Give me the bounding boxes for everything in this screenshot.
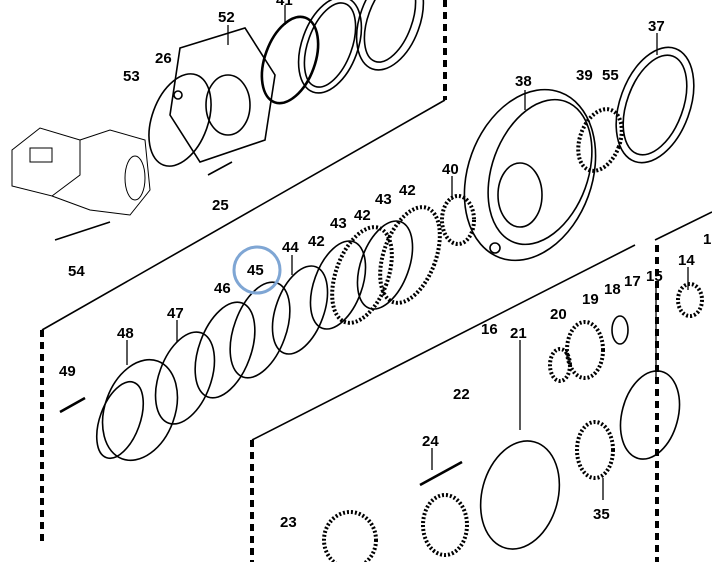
highlight-circle bbox=[232, 245, 282, 295]
part-label[interactable]: 48 bbox=[117, 325, 134, 342]
part-labels: 52 41 37 26 53 38 39 55 40 43 42 43 42 4… bbox=[59, 0, 711, 531]
part-label[interactable]: 37 bbox=[648, 18, 665, 35]
part-label[interactable]: 26 bbox=[155, 50, 172, 67]
part-label[interactable]: 15 bbox=[646, 268, 663, 285]
part-label[interactable]: 43 bbox=[330, 215, 347, 232]
part-label[interactable]: 22 bbox=[453, 386, 470, 403]
part-label[interactable]: 47 bbox=[167, 305, 184, 322]
part-label[interactable]: 53 bbox=[123, 68, 140, 85]
part-label[interactable]: 24 bbox=[422, 433, 439, 450]
part-label[interactable]: 18 bbox=[604, 281, 621, 298]
part-label[interactable]: 41 bbox=[276, 0, 293, 9]
part-label[interactable]: 20 bbox=[550, 306, 567, 323]
group-frames bbox=[40, 0, 712, 562]
part-label[interactable]: 52 bbox=[218, 9, 235, 26]
part-label[interactable]: 55 bbox=[602, 67, 619, 84]
lower-gear-assembly bbox=[322, 282, 704, 562]
part-label[interactable]: 42 bbox=[354, 207, 371, 224]
part-label[interactable]: 54 bbox=[68, 263, 85, 280]
top-seals bbox=[54, 0, 425, 241]
part-label-highlighted[interactable]: 45 bbox=[247, 262, 264, 279]
part-label[interactable]: 42 bbox=[399, 182, 416, 199]
part-label[interactable]: 23 bbox=[280, 514, 297, 531]
part-label[interactable]: 38 bbox=[515, 73, 532, 90]
leader-lines bbox=[126, 5, 689, 500]
part-label[interactable]: 14 bbox=[678, 252, 695, 269]
part-label[interactable]: 42 bbox=[308, 233, 325, 250]
part-label[interactable]: 46 bbox=[214, 280, 231, 297]
part-label[interactable]: 43 bbox=[375, 191, 392, 208]
hydraulic-motor bbox=[11, 127, 151, 216]
planetary-housing bbox=[440, 46, 695, 262]
part-label[interactable]: 25 bbox=[212, 197, 229, 214]
part-label[interactable]: 39 bbox=[576, 67, 593, 84]
part-label[interactable]: 1 bbox=[703, 231, 711, 248]
part-label[interactable]: 35 bbox=[593, 506, 610, 523]
part-label[interactable]: 40 bbox=[442, 161, 459, 178]
disc-pack bbox=[59, 205, 442, 462]
part-label[interactable]: 44 bbox=[282, 239, 299, 256]
part-label[interactable]: 49 bbox=[59, 363, 76, 380]
part-label[interactable]: 19 bbox=[582, 291, 599, 308]
part-label[interactable]: 21 bbox=[510, 325, 527, 342]
part-label[interactable]: 17 bbox=[624, 273, 641, 290]
part-label[interactable]: 16 bbox=[481, 321, 498, 338]
